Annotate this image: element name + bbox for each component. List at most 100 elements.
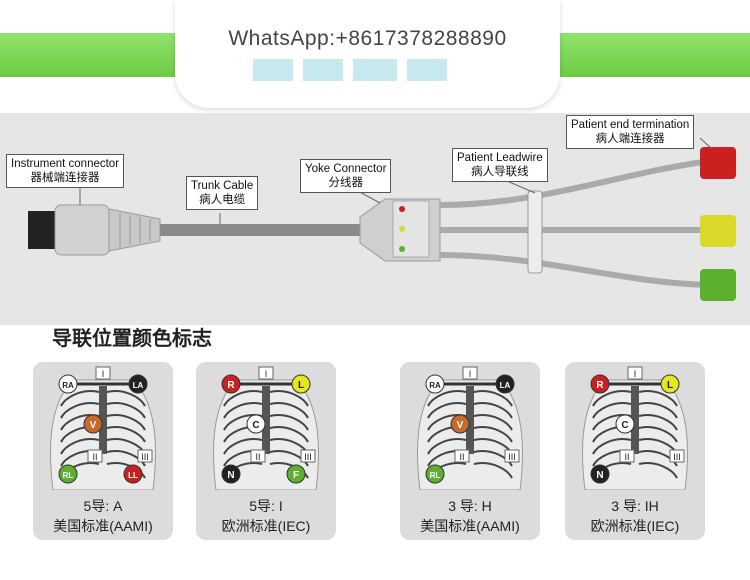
label-yoke-connector-en: Yoke Connector: [305, 163, 387, 175]
electrode-marker: L: [291, 374, 311, 394]
lead-roman-label: III: [504, 449, 520, 463]
yellow-clip: [700, 215, 736, 247]
svg-text:RL: RL: [430, 471, 441, 480]
electrode-marker: RL: [425, 464, 445, 484]
leadwire-separator: [527, 190, 543, 274]
svg-text:C: C: [252, 420, 259, 431]
electrode-marker: RA: [58, 374, 78, 394]
svg-text:RA: RA: [429, 381, 441, 390]
label-trunk-cable: Trunk Cable 病人电缆: [186, 176, 259, 210]
card-caption-line2: 美国标准(AAMI): [420, 518, 520, 534]
svg-text:R: R: [596, 380, 604, 391]
svg-text:III: III: [304, 452, 312, 462]
svg-text:III: III: [508, 452, 516, 462]
card-caption-line1: 5导: I: [249, 498, 283, 514]
lead-roman-label: I: [258, 366, 274, 380]
svg-text:LA: LA: [500, 381, 511, 390]
label-trunk-cable-en: Trunk Cable: [191, 180, 254, 192]
svg-text:LL: LL: [128, 471, 138, 480]
svg-text:R: R: [227, 380, 235, 391]
connector-pins: [28, 211, 56, 249]
svg-text:II: II: [459, 452, 464, 462]
card-caption-line2: 美国标准(AAMI): [53, 518, 153, 534]
electrode-marker: C: [615, 414, 635, 434]
svg-text:II: II: [92, 452, 97, 462]
lead-roman-label: II: [619, 449, 635, 463]
whatsapp-text: WhatsApp:+8617378288890: [228, 27, 507, 50]
svg-text:I: I: [634, 369, 637, 379]
trunk-cable-line: [160, 224, 360, 236]
electrode-marker: N: [590, 464, 610, 484]
label-patient-end: Patient end termination 病人端连接器: [566, 115, 695, 149]
card-caption-line2: 欧洲标准(IEC): [590, 518, 680, 534]
lead-roman-label: III: [300, 449, 316, 463]
cable-diagram-illustration: [28, 137, 736, 301]
electrode-marker: C: [246, 414, 266, 434]
svg-text:III: III: [141, 452, 149, 462]
label-yoke-connector-zh: 分线器: [328, 177, 363, 189]
lead-roman-label: II: [454, 449, 470, 463]
svg-text:N: N: [227, 470, 234, 481]
svg-text:I: I: [265, 369, 268, 379]
electrode-marker: V: [83, 414, 103, 434]
label-trunk-cable-zh: 病人电缆: [199, 194, 246, 206]
svg-text:L: L: [667, 380, 673, 391]
label-patient-leadwire-zh: 病人导联线: [471, 166, 529, 178]
svg-text:N: N: [596, 470, 603, 481]
card-caption-line1: 3 导: H: [448, 498, 492, 514]
electrode-marker: N: [221, 464, 241, 484]
instrument-connector-body: [54, 204, 110, 256]
svg-text:C: C: [621, 420, 628, 431]
card-caption-line1: 5导: A: [83, 498, 123, 514]
yoke-label-panel: [392, 200, 430, 258]
electrode-marker: V: [450, 414, 470, 434]
electrode-marker: LA: [128, 374, 148, 394]
electrode-marker: F: [286, 464, 306, 484]
lead-roman-label: II: [87, 449, 103, 463]
electrode-marker: R: [590, 374, 610, 394]
svg-text:RL: RL: [63, 471, 74, 480]
section-title: 导联位置颜色标志: [52, 328, 212, 350]
electrode-marker: RL: [58, 464, 78, 484]
lead-roman-label: III: [137, 449, 153, 463]
svg-text:LA: LA: [133, 381, 144, 390]
cable-diagram: Instrument connector 器械端连接器 Trunk Cable …: [0, 113, 750, 325]
label-yoke-connector: Yoke Connector 分线器: [300, 159, 392, 193]
electrode-marker: L: [660, 374, 680, 394]
label-patient-end-zh: 病人端连接器: [595, 133, 665, 145]
electrode-marker: RA: [425, 374, 445, 394]
electrode-marker: LL: [123, 464, 143, 484]
red-clip: [700, 147, 736, 179]
green-clip: [700, 269, 736, 301]
svg-text:V: V: [457, 420, 464, 431]
label-instrument-connector: Instrument connector 器械端连接器: [6, 154, 125, 188]
svg-text:II: II: [255, 452, 260, 462]
svg-text:I: I: [469, 369, 472, 379]
faded-header-title: [175, 55, 560, 81]
svg-text:II: II: [624, 452, 629, 462]
svg-text:RA: RA: [62, 381, 74, 390]
svg-text:L: L: [298, 380, 304, 391]
label-instrument-connector-en: Instrument connector: [11, 158, 120, 170]
label-patient-leadwire: Patient Leadwire 病人导联线: [452, 148, 548, 182]
svg-text:III: III: [673, 452, 681, 462]
label-patient-leadwire-en: Patient Leadwire: [457, 152, 543, 164]
label-instrument-connector-zh: 器械端连接器: [30, 172, 100, 184]
electrode-marker: LA: [495, 374, 515, 394]
card-caption-line2: 欧洲标准(IEC): [221, 518, 311, 534]
svg-text:I: I: [102, 369, 105, 379]
lead-roman-label: III: [669, 449, 685, 463]
lead-roman-label: I: [95, 366, 111, 380]
label-patient-end-en: Patient end termination: [571, 119, 690, 131]
svg-text:F: F: [293, 470, 299, 481]
electrode-marker: R: [221, 374, 241, 394]
svg-text:V: V: [90, 420, 97, 431]
lead-roman-label: I: [627, 366, 643, 380]
